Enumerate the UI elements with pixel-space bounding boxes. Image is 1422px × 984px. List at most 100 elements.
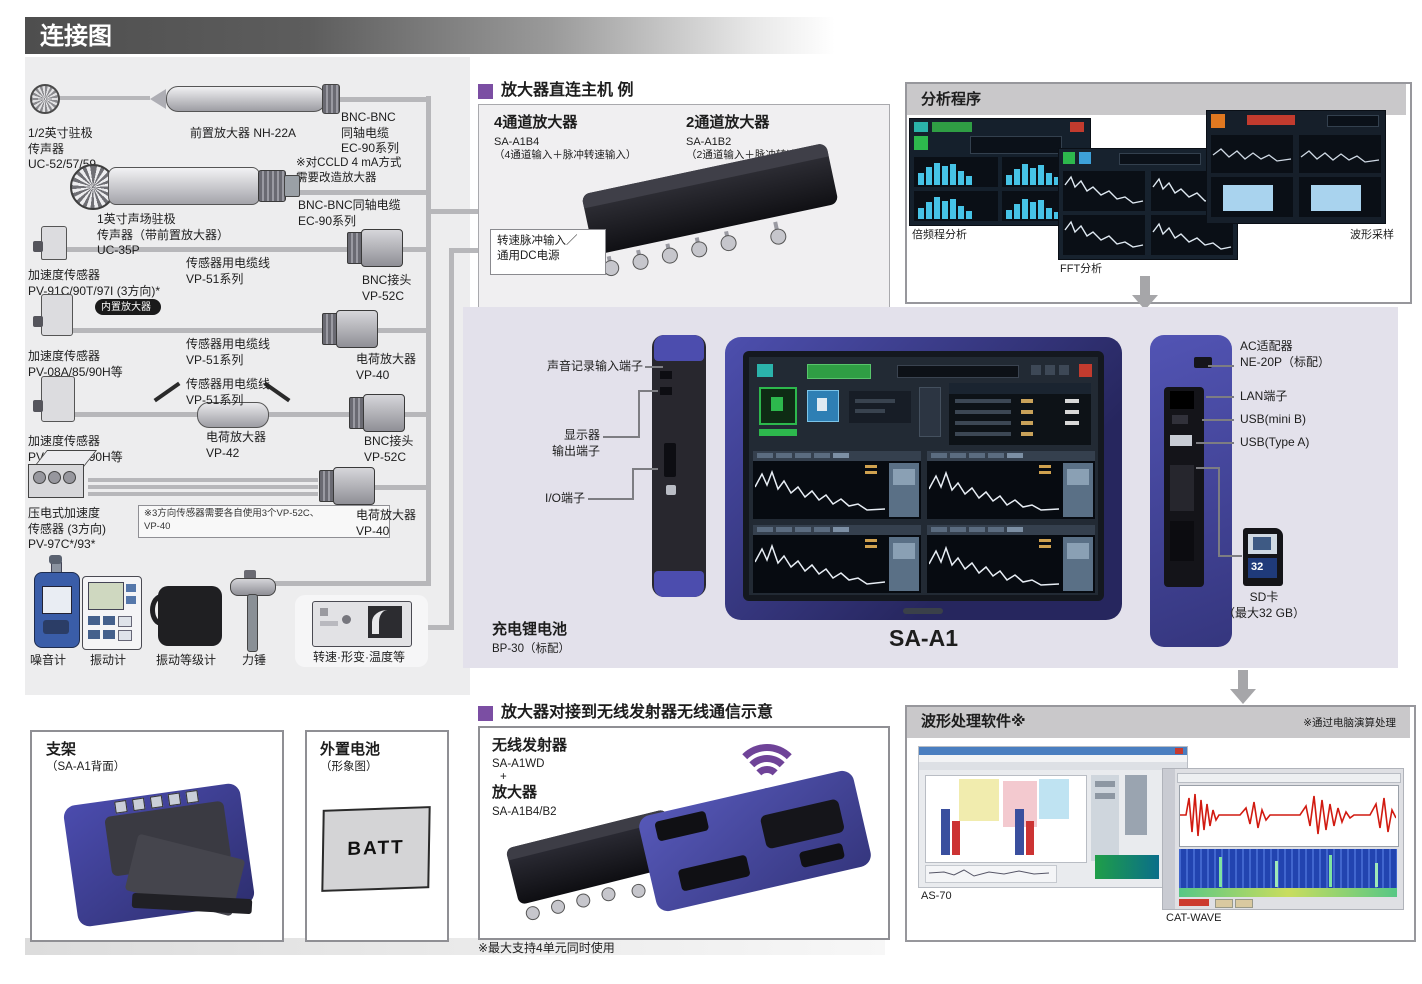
bnc-adapter-icon-body: [361, 229, 403, 267]
down-arrow-head: [1132, 295, 1158, 310]
page-title: 连接图: [40, 23, 112, 50]
catwave-screenshot: [1162, 768, 1404, 910]
cable-line: [64, 247, 347, 252]
amp4-desc: （4通道输入＋脉冲转速输入）: [494, 149, 637, 161]
software-heading: 波形处理软件※: [921, 713, 1026, 730]
row4-sensor-label: 加速度传感器 PV-08A/85/90H等: [28, 349, 123, 379]
cable-line: [267, 412, 349, 417]
row6-connector-label: 电荷放大器 VP-40: [356, 508, 417, 538]
direct-connect-heading: 放大器直连主机 例: [501, 82, 634, 99]
row5-cable-label: 传感器用电缆线 VP-51系列: [186, 377, 271, 407]
bus-line-vertical: [426, 96, 431, 586]
port-ac-label: AC适配器 NE-20P（标配）: [1240, 339, 1331, 369]
octave-caption: 倍频程分析: [912, 229, 967, 241]
accelerometer-icon: [33, 376, 75, 422]
external-battery-title: 外置电池: [320, 741, 381, 758]
waveform-sampling-screenshot: [1206, 110, 1386, 224]
triaxial-note-box: [138, 505, 390, 538]
screen-waveform-panel: [927, 451, 1095, 519]
external-battery-sub: （形象图）: [320, 761, 378, 773]
sound-level-meter-label: 噪音计: [30, 653, 67, 667]
sa-a1-tablet: [725, 337, 1122, 620]
down-arrow: [1140, 276, 1150, 296]
row4-cable-label: 传感器用电缆线 VP-51系列: [186, 337, 271, 367]
row1-cable-label: BNC-BNC 同轴电缆 EC-90系列: [341, 110, 400, 156]
leader-line: [1196, 442, 1234, 444]
leader-line: [1208, 365, 1234, 367]
battery-image-text: BATT: [347, 836, 405, 861]
cable-line: [56, 96, 150, 100]
leader-line: [1202, 419, 1234, 421]
cable-line: [284, 190, 428, 195]
port-usb-a-label: USB(Type A): [1240, 435, 1310, 449]
port-display-label: 显示器 输出端子: [551, 428, 600, 458]
row1-preamp-label: 前置放大器 NH-22A: [190, 126, 297, 140]
wireless-tx-title: 无线发射器: [492, 737, 568, 754]
stand-back-view-image: [62, 782, 256, 928]
leader-line: [1196, 467, 1220, 469]
software-header: [907, 707, 1410, 738]
row3-connector-label: BNC接头 VP-52C: [362, 273, 412, 303]
screen-waveform-panel: [927, 525, 1095, 593]
wireless-amp-title: 放大器: [492, 784, 538, 801]
title-bar: [25, 17, 835, 54]
port-audio-label: 声音记录输入端子: [546, 359, 643, 373]
screen-waveform-panel: [753, 525, 921, 593]
port-usb-mini-label: USB(mini B): [1240, 412, 1307, 426]
cable-line: [70, 412, 198, 417]
impact-hammer-label: 力锤: [242, 653, 267, 667]
callout-feed-line: [454, 248, 492, 253]
vibration-meter-icon: [82, 576, 142, 650]
sd-card-capacity: 32: [1251, 561, 1264, 573]
screen-waveform-panel: [753, 451, 921, 519]
analysis-header: [907, 84, 1406, 115]
wireless-plus: +: [500, 771, 507, 783]
cable-line-triple: [88, 492, 318, 496]
preamp-icon: [150, 84, 340, 114]
wireless-note: ※最大支持4单元同时使用: [478, 941, 615, 955]
row4-connector-label: 电荷放大器 VP-40: [356, 352, 417, 382]
port-io-label: I/O端子: [544, 491, 585, 505]
fft-caption: FFT分析: [1060, 263, 1103, 275]
vibration-level-meter-label: 振动等级计: [156, 653, 217, 667]
battery-title: 充电锂电池: [492, 621, 568, 638]
pulse-callout-text: 转速脉冲输入／ 通用DC电源: [497, 235, 578, 262]
leader-line: [1218, 555, 1242, 557]
leader-line: [1218, 467, 1220, 557]
section-bullet: [478, 84, 493, 99]
leader-line: [638, 390, 640, 438]
stand-title: 支架: [46, 741, 77, 758]
half-inch-microphone-icon: [30, 84, 60, 114]
one-inch-microphone-icon: [70, 164, 300, 210]
pulse-callout-box: [490, 229, 606, 275]
tablet-screen: [749, 357, 1098, 595]
sampling-caption: 波形采样: [1350, 229, 1394, 241]
triaxial-note-text: ※3方向传感器需要各自使用3个VP-52C、 VP-40: [144, 508, 320, 532]
leader-line: [588, 498, 634, 500]
wireless-tx-model: SA-A1WD: [492, 758, 545, 770]
charge-amp-icon-body: [336, 310, 378, 348]
cable-line: [375, 328, 428, 333]
charge-amp-icon-body: [333, 467, 375, 505]
cable-line-triple: [88, 485, 318, 489]
accelerometer-icon: [33, 294, 73, 336]
as70-caption: AS-70: [921, 890, 952, 902]
row6-sensor-label: 压电式加速度 传感器 (3方向) PV-97C*/93*: [28, 506, 107, 552]
cable-line: [402, 247, 428, 252]
row2-cable-label: BNC-BNC同轴电缆 EC-90系列: [298, 198, 401, 228]
accelerometer-icon: [33, 226, 67, 260]
row2-sensor-label: 1英寸声场驻极 传声器（带前置放大器） UC-35P: [97, 212, 230, 258]
port-lan-label: LAN端子: [1240, 389, 1288, 403]
sd-card-icon: 32: [1243, 528, 1283, 586]
catwave-caption: CAT-WAVE: [1166, 912, 1222, 924]
row5-inline-amp-label: 电荷放大器 VP-42: [206, 430, 267, 460]
cable-line: [402, 412, 428, 417]
footer-gradient-strip: [25, 938, 885, 955]
pulse-line-vertical: [449, 248, 454, 630]
cable-line-triple: [88, 478, 318, 482]
sa-a1-model-label: SA-A1: [888, 625, 958, 651]
ccld-note: ※对CCLD 4 mA方式 需要改造放大器: [296, 157, 402, 184]
bnc-adapter-icon-body: [363, 394, 405, 432]
hammer-line: [262, 581, 428, 586]
